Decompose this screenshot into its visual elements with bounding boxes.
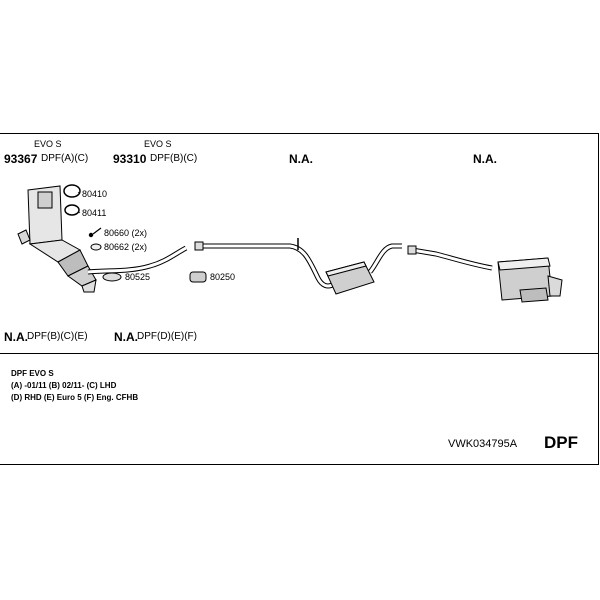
- variant-part-number: N.A.: [4, 330, 28, 344]
- sleeve-icon: [102, 272, 122, 282]
- legend-title: DPF EVO S: [11, 369, 54, 378]
- part-number-label: 80525: [125, 272, 151, 282]
- section-divider: [0, 353, 599, 354]
- middle-silencer-icon: [325, 261, 375, 295]
- clamp-ring-icon: [64, 204, 80, 216]
- variant-part-number: 93310: [113, 152, 147, 166]
- variant-part-number: N.A.: [289, 152, 313, 166]
- gasket-icon: [90, 243, 102, 251]
- part-number-label: 80410: [82, 189, 108, 199]
- variant-part-number: N.A.: [114, 330, 138, 344]
- variant-evo-label: EVO S: [144, 139, 172, 149]
- part-number-label: 80250: [210, 272, 236, 282]
- diagram-frame: [0, 133, 599, 465]
- bolt-icon: [88, 227, 102, 238]
- variant-spec: DPF(B)(C): [150, 153, 198, 164]
- variant-spec: DPF(B)(C)(E): [27, 331, 88, 342]
- variant-part-number: 93367: [4, 152, 38, 166]
- variant-spec: DPF(D)(E)(F): [137, 331, 197, 342]
- part-number-label: 80411: [82, 208, 107, 218]
- clamp-ring-icon: [63, 184, 81, 198]
- kit-code: VWK034795A: [448, 438, 518, 450]
- part-number-label: 80660 (2x): [104, 228, 148, 238]
- dpf-catalyst-icon: [17, 185, 97, 293]
- variant-part-number: N.A.: [473, 152, 497, 166]
- rubber-mount-icon: [189, 271, 207, 283]
- part-number-label: 80662 (2x): [104, 242, 148, 252]
- kit-type-badge: DPF: [544, 433, 578, 452]
- variant-spec: DPF(A)(C): [41, 153, 89, 164]
- variant-evo-label: EVO S: [34, 139, 62, 149]
- legend-line: (A) -01/11 (B) 02/11- (C) LHD: [11, 381, 117, 390]
- legend-line: (D) RHD (E) Euro 5 (F) Eng. CFHB: [11, 393, 139, 402]
- rear-silencer-icon: [497, 257, 563, 303]
